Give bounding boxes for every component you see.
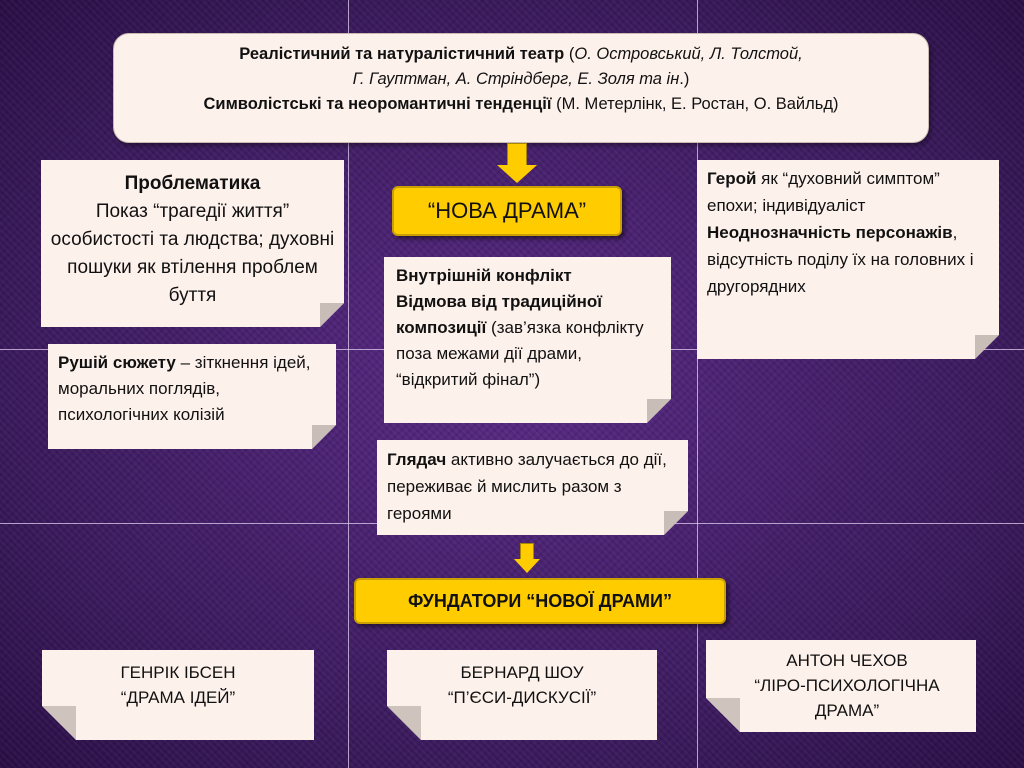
ambiguity-label: Неоднозначність персонажів <box>707 223 953 242</box>
page-fold-icon <box>387 706 421 740</box>
founder-card-ibsen: ГЕНРІК ІБСЕН “ДРАМА ІДЕЙ” <box>42 650 314 740</box>
hero-label: Герой <box>707 169 757 188</box>
founders-label: ФУНДАТОРИ “НОВОЇ ДРАМИ” <box>354 578 726 624</box>
composition-label: Відмова від традиційної композиції <box>396 292 603 337</box>
realistic-authors-2: Г. Гауптман, А. Стріндберг, Е. Золя та і… <box>352 70 680 88</box>
page-fold-icon <box>42 706 76 740</box>
top-line-2-end: .) <box>679 70 690 88</box>
symbolist-authors: (М. Метерлінк, Е. Ростан, О. Вайльд) <box>551 95 839 113</box>
plot-driver-label: Рушій сюжету <box>58 353 176 372</box>
plot-driver-note: Рушій сюжету – зіткнення ідей, моральних… <box>48 344 336 449</box>
ambiguity-text: , відсутність поділу їх на головних і др… <box>707 223 974 296</box>
down-arrow-icon <box>514 543 540 575</box>
problematics-title: Проблематика <box>124 173 261 194</box>
viewer-text: активно залучається до дії, переживає й … <box>387 450 667 523</box>
page-fold-icon <box>706 698 740 732</box>
top-line-2: Г. Гауптман, А. Стріндберг, Е. Золя та і… <box>114 67 928 92</box>
realistic-theatre-label: Реалістичний та натуралістичний театр <box>239 45 565 63</box>
page-fold-icon <box>975 335 999 359</box>
top-line-1-paren: ( <box>564 45 575 63</box>
founder-genre: “П’ЄСИ-ДИСКУСІЇ” <box>447 688 597 707</box>
hero-text: як “духовний симптом” епохи; індивідуалі… <box>707 169 940 215</box>
problematics-note: Проблематика Показ “трагедії життя” особ… <box>41 160 344 327</box>
down-arrow-icon <box>497 143 537 183</box>
nova-drama-label: “НОВА ДРАМА” <box>392 186 622 236</box>
inner-conflict-label: Внутрішній конфлікт <box>396 266 572 285</box>
symbolist-label: Символістські та неоромантичні тенденції <box>203 95 552 113</box>
plot-driver-text: – зіткнення ідей, моральних поглядів, пс… <box>58 353 311 424</box>
hero-note: Герой як “духовний симптом” епохи; індив… <box>697 160 999 359</box>
theatre-trends-box: Реалістичний та натуралістичний театр (О… <box>113 33 929 143</box>
top-line-1: Реалістичний та натуралістичний театр (О… <box>114 42 928 67</box>
founders-text: ФУНДАТОРИ “НОВОЇ ДРАМИ” <box>408 591 672 611</box>
founder-genre: “ДРАМА ІДЕЙ” <box>120 688 236 707</box>
founder-card-chekhov: АНТОН ЧЕХОВ “ЛІРО-ПСИХОЛОГІЧНА ДРАМА” <box>706 640 976 732</box>
founder-genre: “ЛІРО-ПСИХОЛОГІЧНА ДРАМА” <box>754 676 940 720</box>
page-fold-icon <box>647 399 671 423</box>
founder-name: БЕРНАРД ШОУ <box>460 663 584 682</box>
founder-card-shaw: БЕРНАРД ШОУ “П’ЄСИ-ДИСКУСІЇ” <box>387 650 657 740</box>
realistic-authors-1: О. Островський, Л. Толстой, <box>574 45 803 63</box>
nova-drama-text: “НОВА ДРАМА” <box>427 198 587 223</box>
viewer-label: Глядач <box>387 450 447 469</box>
top-line-3: Символістські та неоромантичні тенденції… <box>114 92 928 117</box>
conflict-note: Внутрішній конфлікт Відмова від традицій… <box>384 257 671 423</box>
page-fold-icon <box>312 425 336 449</box>
grid-line-vertical-1 <box>348 0 349 768</box>
grid-line-vertical-2 <box>697 0 698 768</box>
composition-text: (зав’язка конфлікту поза межами дії драм… <box>396 318 644 389</box>
viewer-note: Глядач активно залучається до дії, переж… <box>377 440 688 535</box>
founder-name: АНТОН ЧЕХОВ <box>786 651 908 670</box>
founder-name: ГЕНРІК ІБСЕН <box>120 663 236 682</box>
problematics-text: Показ “трагедії життя” особистості та лю… <box>50 201 335 306</box>
